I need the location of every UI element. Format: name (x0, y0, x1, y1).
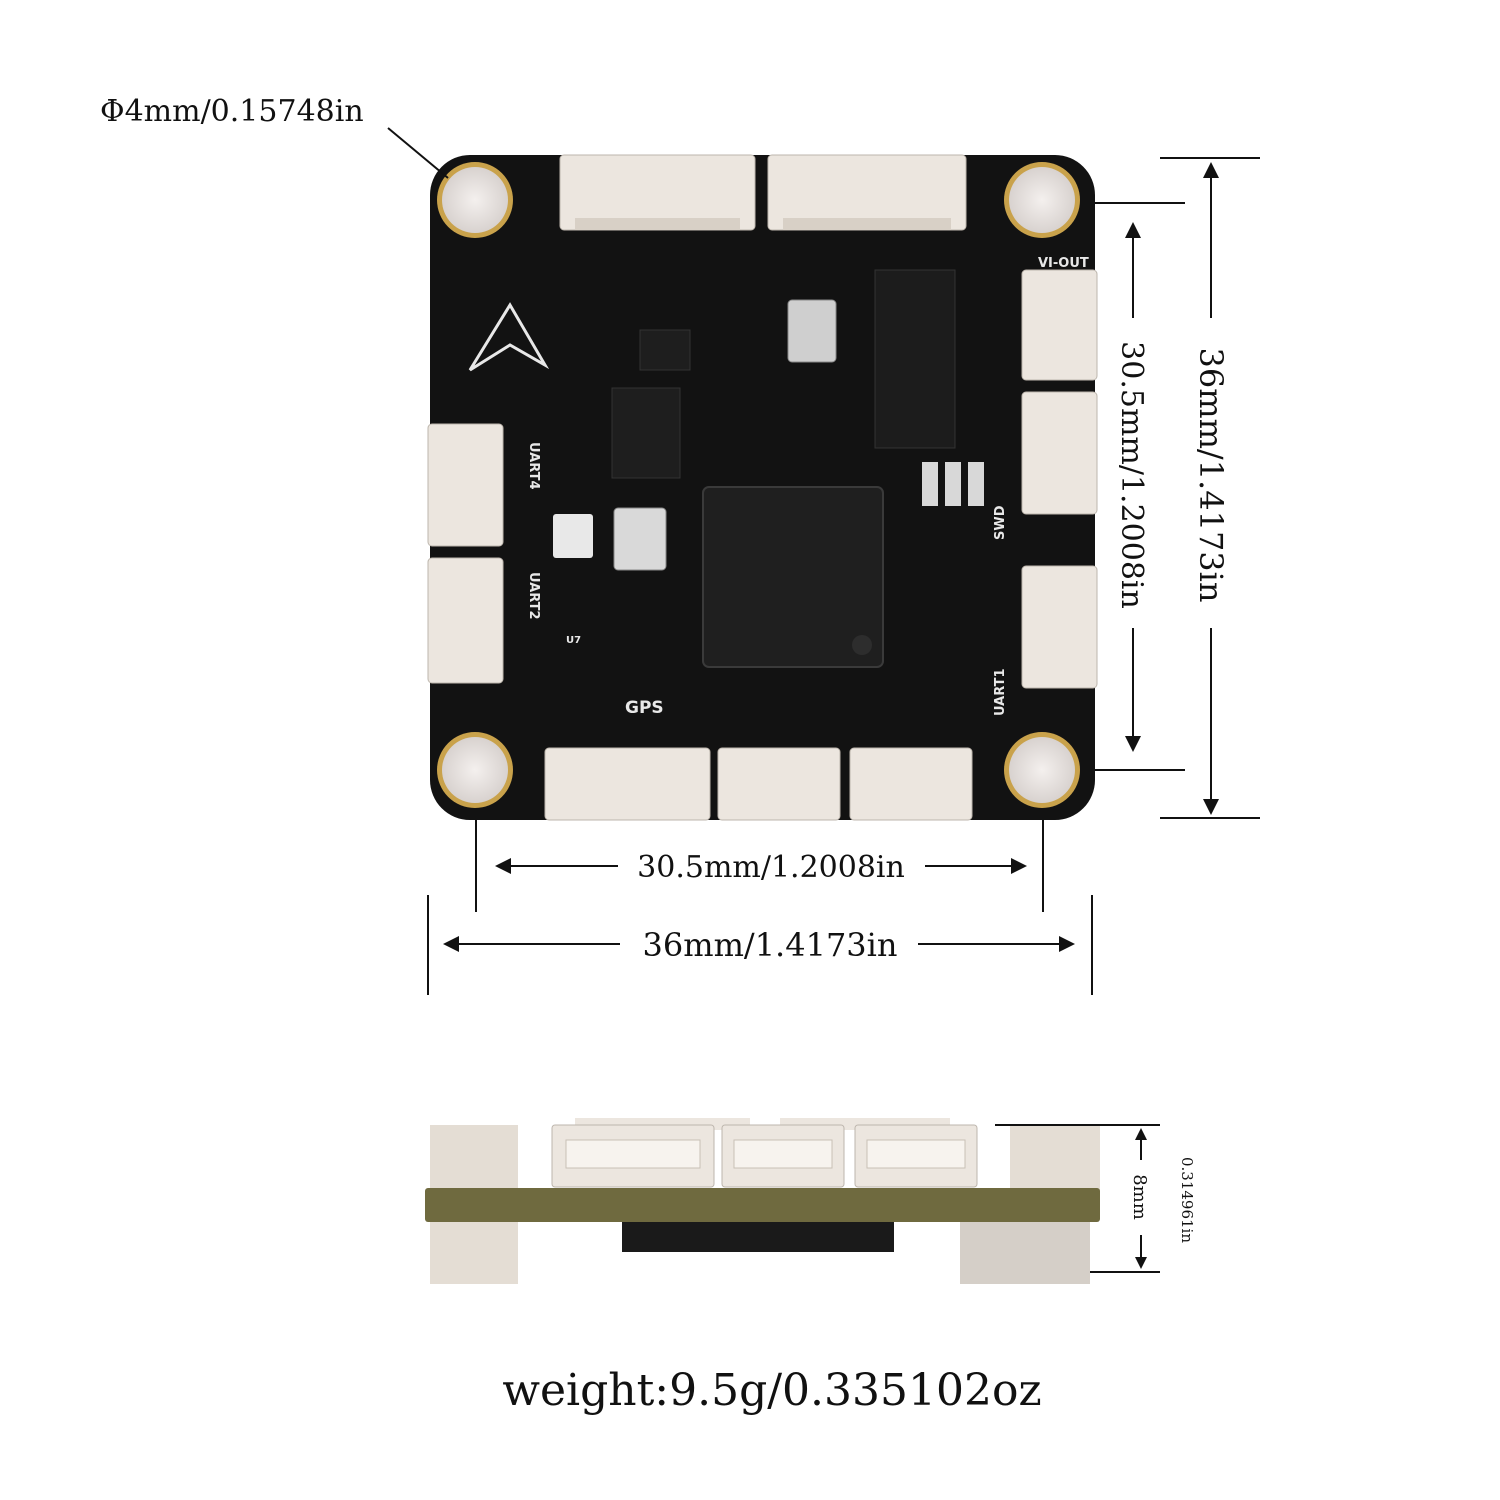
dim-side-height: 8mm 0.314961in (995, 1124, 1196, 1273)
side-view-board (425, 1118, 1100, 1284)
board-height-label: 36mm/1.4173in (1192, 348, 1230, 603)
mounting-hole (1004, 732, 1080, 808)
dim-mount-spacing-vertical: 30.5mm/1.2008in (1095, 202, 1185, 771)
mounting-hole (1004, 162, 1080, 238)
connector-gps (544, 747, 711, 821)
connector-bottom-middle (717, 747, 841, 821)
pcb-edge (425, 1188, 1100, 1222)
side-connector-right (854, 1124, 978, 1188)
driver-chip (874, 269, 956, 449)
sensor-chip (611, 387, 681, 479)
mounting-hole (437, 162, 513, 238)
mount-spacing-horizontal-label: 30.5mm/1.2008in (637, 850, 905, 885)
side-connector-middle (721, 1124, 845, 1188)
silk-gps: GPS (625, 698, 664, 718)
silk-swd: SWD (993, 505, 1008, 540)
mounting-hole (437, 732, 513, 808)
status-leds (922, 462, 984, 506)
weight-label: weight:9.5g/0.335102oz (502, 1365, 1041, 1416)
hole-callout: Φ4mm/0.15748in (100, 94, 449, 179)
regulator (639, 329, 691, 371)
silk-u7: U7 (566, 635, 581, 646)
connector-top-left (559, 154, 756, 231)
connector-uart1 (1021, 565, 1098, 689)
connector-uart4 (427, 423, 504, 547)
silk-uart2: UART2 (526, 572, 541, 620)
mount-spacing-vertical-label: 30.5mm/1.2008in (1114, 341, 1149, 609)
silk-uart1: UART1 (993, 668, 1008, 716)
silk-uart4: UART4 (526, 442, 541, 490)
dim-board-width: 36mm/1.4173in (427, 895, 1093, 995)
dim-mount-spacing-horizontal: 30.5mm/1.2008in (475, 820, 1044, 912)
connector-top-right (767, 154, 967, 231)
side-connector-gps (551, 1124, 715, 1188)
connector-uart2 (427, 557, 504, 684)
mcu-chip (702, 486, 884, 668)
silk-vi-out: VI-OUT (1038, 256, 1089, 271)
crystal-8mhz (613, 507, 667, 571)
top-view-board: VI-OUT GPS U7 UART4 UART2 SWD UART1 (427, 154, 1098, 821)
side-height-in-label: 0.314961in (1178, 1157, 1196, 1243)
board-width-label: 36mm/1.4173in (643, 926, 898, 964)
crystal (787, 299, 837, 363)
barometer-chip (553, 514, 593, 558)
side-height-mm-label: 8mm (1129, 1174, 1150, 1220)
dim-board-height: 36mm/1.4173in (1160, 157, 1260, 819)
connector-bottom-right (849, 747, 973, 821)
underside-chip (622, 1222, 894, 1252)
connector-swd-upper (1021, 391, 1098, 515)
hole-diameter-label: Φ4mm/0.15748in (100, 94, 364, 129)
connector-vi-out (1021, 269, 1098, 381)
logo-icon (468, 302, 550, 372)
